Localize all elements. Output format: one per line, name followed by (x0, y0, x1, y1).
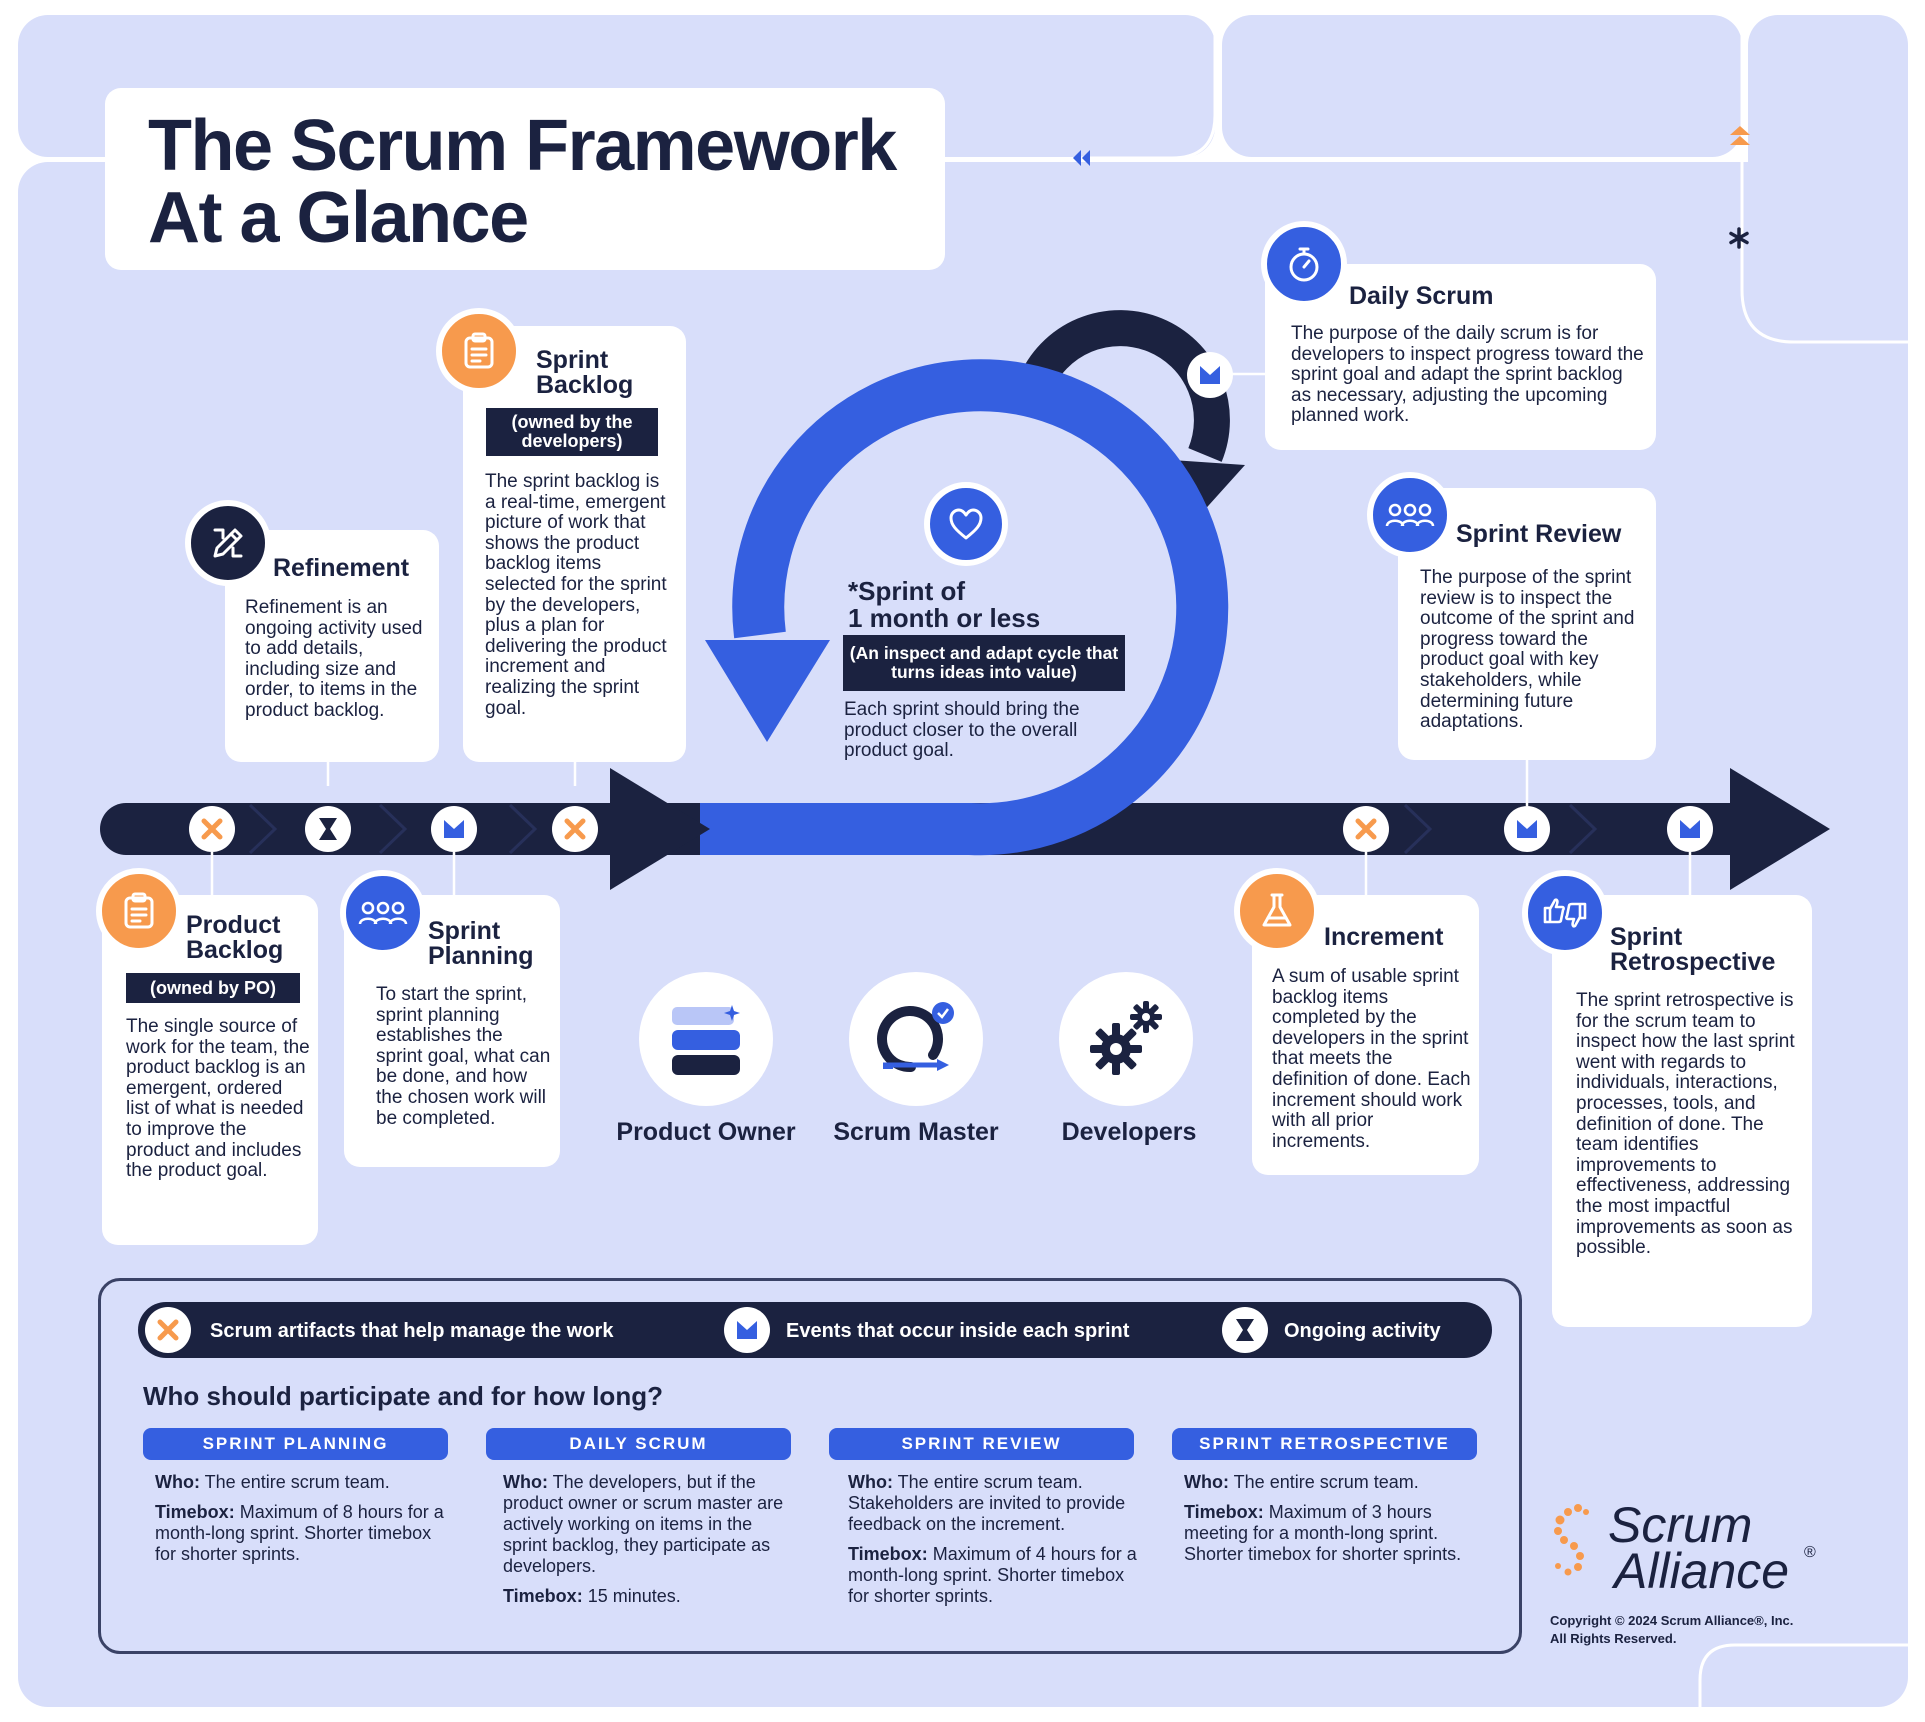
legend-artifacts-label: Scrum artifacts that help manage the wor… (210, 1320, 614, 1342)
sprint-review-body: The purpose of the sprint review is to i… (1420, 567, 1635, 733)
sprint-retrospective-body: The sprint retrospective is for the scru… (1576, 990, 1795, 1259)
event-flag-icon (1200, 366, 1220, 384)
sprint-center-body: Each sprint should bring the product clo… (844, 699, 1080, 762)
sprint-planning-column-header: SPRINT PLANNING (143, 1428, 448, 1460)
copyright-text: Copyright © 2024 Scrum Alliance®, Inc.Al… (1550, 1613, 1794, 1646)
event-flag-icon (444, 820, 464, 838)
refinement-body: Refinement is an ongoing activity used t… (245, 597, 423, 721)
sprint-retrospective-column-header: SPRINT RETROSPECTIVE (1172, 1428, 1477, 1460)
event-flag-icon (1517, 820, 1537, 838)
clipboard-icon (96, 868, 182, 954)
participation-heading: Who should participate and for how long? (143, 1381, 663, 1411)
marker-increment-artifact (1343, 806, 1389, 852)
developers-label: Developers (1061, 1118, 1197, 1146)
x-icon (157, 1319, 179, 1341)
product-owner-avatar (639, 972, 773, 1106)
thumbs-up-down-icon (1522, 870, 1608, 956)
group-icon (340, 870, 426, 956)
legend-ongoing-marker (1222, 1307, 1268, 1353)
product-backlog-owner-badge: (owned by PO) (126, 973, 300, 1003)
asterisk-icon (1729, 227, 1749, 249)
sprint-center-subtitle: (An inspect and adapt cycle that turns i… (843, 635, 1125, 691)
hourglass-icon (319, 818, 337, 840)
legend-event-marker (724, 1307, 770, 1353)
sprint-backlog-body: The sprint backlog is a real-time, emerg… (485, 471, 667, 719)
sprint-planning-column-body: Who: The entire scrum team. Timebox: Max… (155, 1472, 444, 1564)
brand-name-line1: Scrum (1608, 1497, 1753, 1553)
marker-sprint-review-event (1504, 806, 1550, 852)
brand-registered-mark: ® (1804, 1544, 1816, 1561)
daily-scrum-body: The purpose of the daily scrum is for de… (1291, 323, 1644, 427)
increment-heading: Increment (1324, 923, 1444, 951)
background-panel-top-right (1222, 15, 1742, 157)
event-flag-icon (737, 1321, 757, 1339)
increment-body: A sum of usable sprint backlog items com… (1272, 966, 1471, 1152)
sprint-backlog-owner-badge: (owned by the developers) (486, 408, 658, 456)
legend-artifact-marker (145, 1307, 191, 1353)
x-icon (564, 818, 586, 840)
brand-name-line2: Alliance (1614, 1543, 1790, 1599)
stopwatch-icon (1261, 221, 1347, 307)
refinement-heading: Refinement (273, 554, 410, 582)
scrum-master-label: Scrum Master (833, 1118, 999, 1146)
sprint-retrospective-column-body: Who: The entire scrum team. Timebox: Max… (1184, 1472, 1462, 1564)
gears-icon (1090, 1001, 1162, 1075)
sprint-review-column-body: Who: The entire scrum team. Stakeholders… (848, 1472, 1137, 1606)
event-flag-icon (1680, 820, 1700, 838)
flask-icon (1234, 868, 1320, 954)
sprint-planning-body: To start the sprint, sprint planning est… (376, 984, 551, 1129)
participation-panel (98, 1278, 1522, 1654)
daily-scrum-column-header: DAILY SCRUM (486, 1428, 791, 1460)
marker-sprint-backlog-artifact (552, 806, 598, 852)
heart-icon (924, 482, 1008, 566)
legend-ongoing-label: Ongoing activity (1284, 1320, 1441, 1342)
scrum-alliance-logo-mark (1554, 1504, 1589, 1576)
daily-scrum-heading: Daily Scrum (1349, 282, 1494, 310)
double-chevron-up-icon (1730, 126, 1750, 145)
pencil-ruler-icon (185, 500, 271, 586)
marker-daily-scrum-event (1187, 352, 1233, 398)
hourglass-icon (1236, 1319, 1254, 1341)
x-icon (1355, 818, 1377, 840)
stack-icon (672, 1005, 740, 1075)
product-owner-label: Product Owner (616, 1118, 796, 1146)
group-icon (1367, 472, 1453, 558)
sprint-review-heading: Sprint Review (1456, 520, 1622, 548)
clipboard-icon (436, 308, 522, 394)
daily-scrum-card: Daily Scrum The purpose of the daily scr… (1265, 264, 1656, 450)
daily-scrum-column-body: Who: The developers, but if the product … (503, 1472, 784, 1606)
sprint-review-column-header: SPRINT REVIEW (829, 1428, 1134, 1460)
product-backlog-body: The single source of work for the team, … (126, 1016, 310, 1182)
x-icon (201, 818, 223, 840)
marker-product-backlog-artifact (189, 806, 235, 852)
marker-refinement-ongoing (305, 806, 351, 852)
marker-sprint-retrospective-event (1667, 806, 1713, 852)
scrum-master-avatar (849, 972, 983, 1106)
legend-events-label: Events that occur inside each sprint (786, 1320, 1130, 1342)
marker-sprint-planning-event (431, 806, 477, 852)
double-chevron-icon (1073, 150, 1090, 166)
loop-arrow-icon (877, 1002, 954, 1073)
developers-avatar (1059, 972, 1193, 1106)
